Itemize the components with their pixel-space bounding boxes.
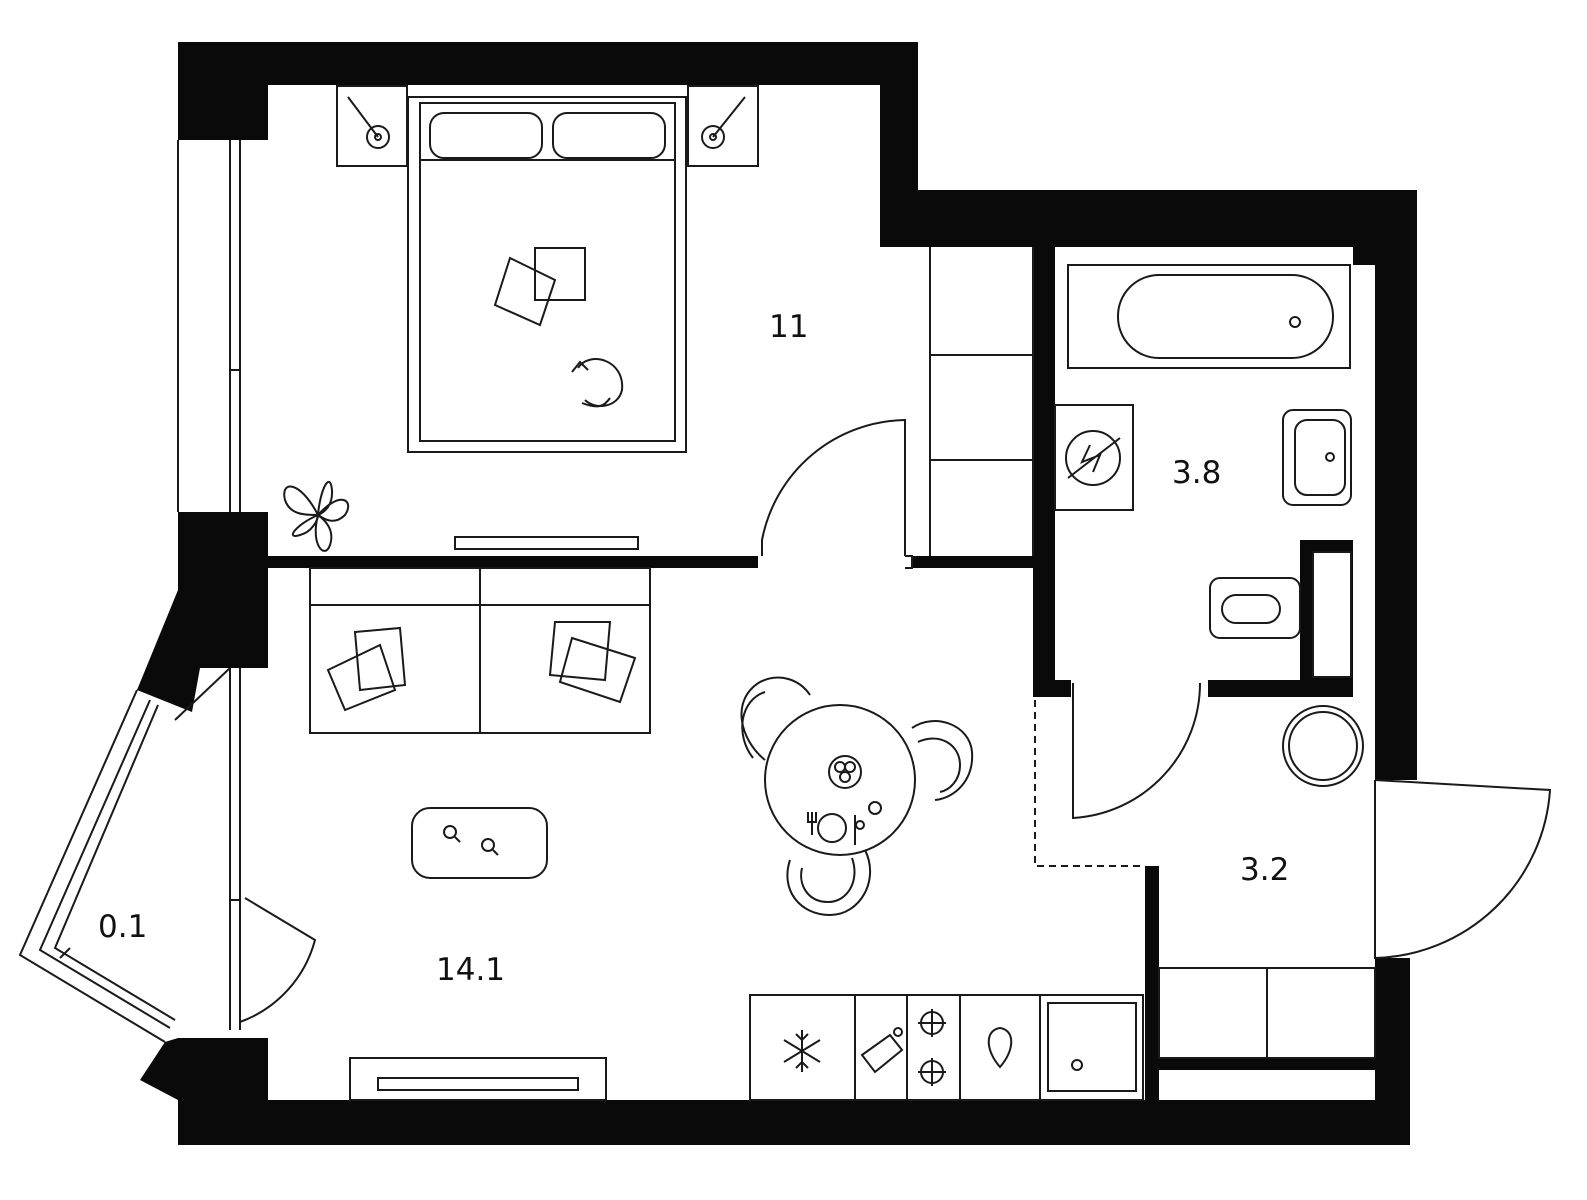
faucet-drop-icon	[987, 1026, 1013, 1069]
bathtub-icon	[1067, 264, 1351, 369]
nightstand-lamp-icon	[687, 85, 759, 167]
hallway-cabinet	[1158, 967, 1376, 1059]
hallway-area-label: 3.2	[1240, 852, 1290, 888]
bathroom-area-label: 3.8	[1172, 455, 1222, 491]
chair-icon	[911, 720, 974, 801]
round-mat-icon	[1282, 705, 1364, 787]
dining-table-icon	[764, 704, 916, 856]
toilet-icon	[1209, 577, 1301, 639]
washing-machine-icon	[1054, 404, 1134, 511]
doors	[239, 418, 1552, 1024]
bedroom-area-label: 11	[769, 309, 809, 345]
bed-icon	[407, 96, 687, 453]
tv-stand-icon	[454, 536, 639, 550]
kitchen-counter	[749, 994, 1144, 1101]
chair-icon	[786, 849, 871, 917]
chair-icon	[740, 676, 811, 761]
washbasin-icon	[1282, 409, 1352, 506]
coffee-table-icon	[411, 807, 548, 879]
sofa-icon	[309, 567, 651, 734]
balcony-area-label: 0.1	[98, 909, 148, 945]
walls	[137, 42, 1417, 1145]
sink-icon	[1047, 1002, 1137, 1092]
shaft	[1312, 551, 1352, 678]
wardrobe	[929, 247, 1034, 556]
freezer-icon	[783, 1030, 821, 1072]
plant-icon	[283, 481, 350, 552]
living-kitchen-area-label: 14.1	[436, 952, 506, 988]
stove-burner-icon	[918, 1009, 946, 1086]
cat-icon	[571, 358, 624, 408]
cutting-board-icon	[860, 1027, 904, 1074]
nightstand-lamp-icon	[336, 85, 408, 167]
tv-stand-icon	[349, 1057, 607, 1101]
